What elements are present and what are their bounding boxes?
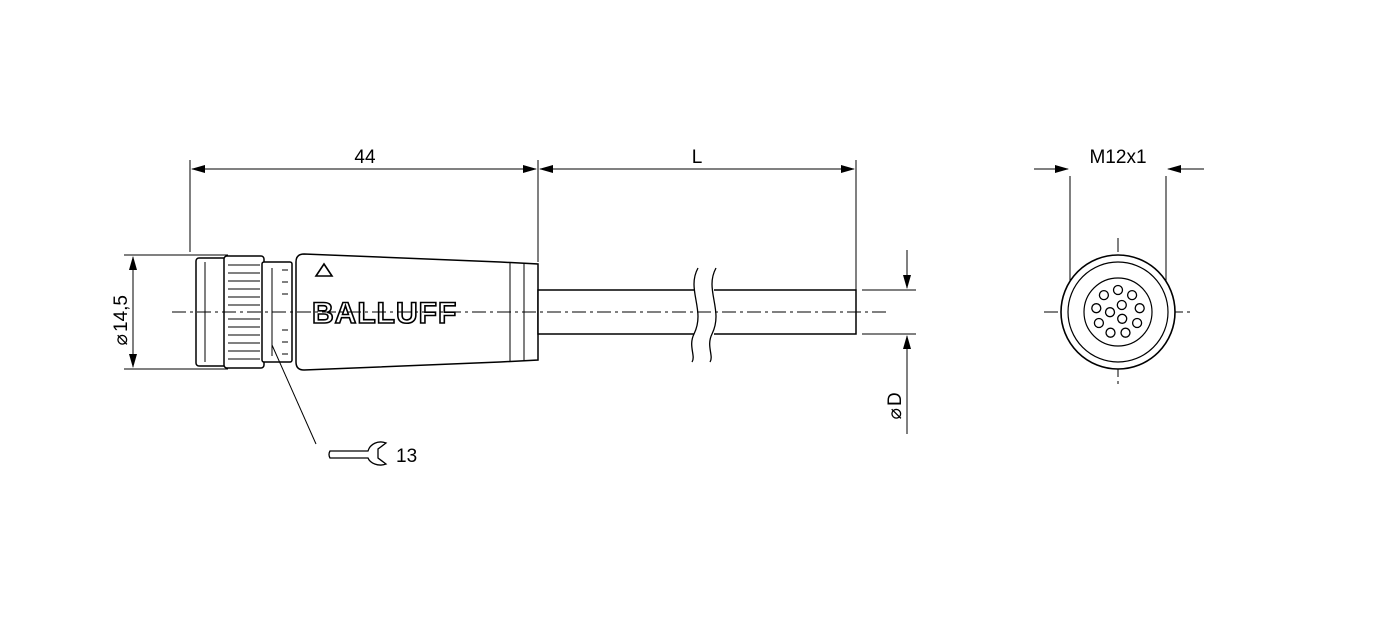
pin-9 (1098, 289, 1110, 301)
pin-3 (1134, 303, 1145, 314)
dimension-overall-length: 44 (189, 147, 539, 262)
pin-7 (1093, 317, 1105, 329)
diameter-symbol-cable: ⌀ (885, 408, 906, 419)
dimension-d-label: D (885, 392, 906, 406)
dimension-housing-diameter: ⌀ 14,5 (111, 254, 228, 370)
wrench-icon (328, 441, 388, 466)
pin-6 (1105, 327, 1116, 338)
face-view: M12x1 (1034, 147, 1204, 388)
diameter-symbol-housing: ⌀ (111, 334, 132, 345)
connector-pins (1091, 284, 1145, 338)
dimension-14-5-label: 14,5 (111, 295, 132, 332)
dimension-44-label: 44 (354, 147, 376, 168)
thread-label: M12x1 (1089, 147, 1146, 168)
pin-12 (1104, 307, 1116, 318)
dimension-l-label: L (692, 147, 703, 168)
pin-8 (1091, 303, 1102, 314)
pin-10 (1116, 299, 1127, 311)
pin-2 (1126, 289, 1138, 301)
triangle-icon (314, 262, 334, 277)
dimension-cable-diameter: ⌀ D (862, 250, 916, 434)
brand-logo: BALLUFF (312, 297, 457, 330)
pin-11 (1117, 313, 1128, 324)
wrench-callout: 13 (271, 344, 417, 467)
pin-5 (1120, 327, 1131, 338)
wrench-size-label: 13 (396, 446, 417, 467)
pin-4 (1131, 317, 1143, 329)
pin-1 (1112, 284, 1124, 296)
dimension-cable-length: L (539, 147, 857, 290)
cable (537, 267, 857, 363)
